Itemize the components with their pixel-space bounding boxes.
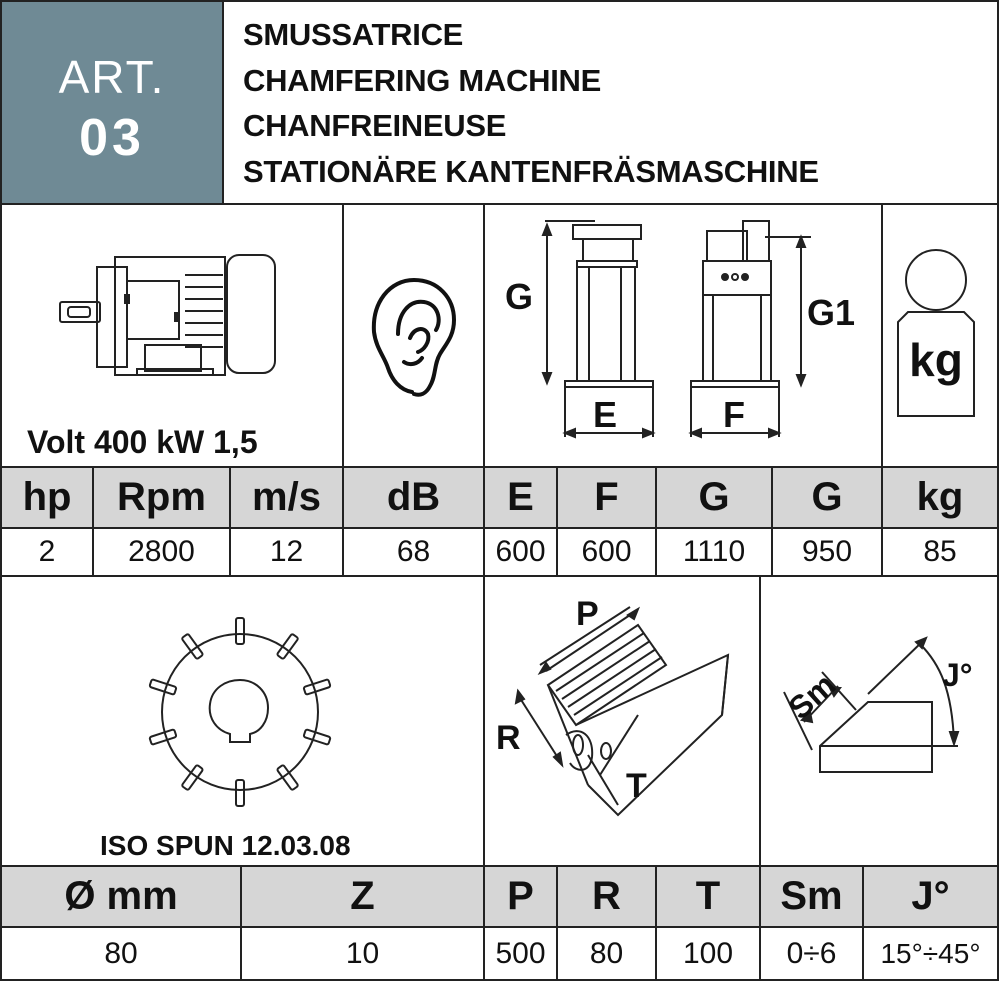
table2-header-r: R bbox=[558, 867, 655, 926]
table1-value-hp: 2 bbox=[38, 535, 56, 568]
table2-header-j: J° bbox=[864, 867, 997, 926]
dimension-label-e: E bbox=[593, 394, 617, 435]
work-table-diagram: P R T bbox=[496, 595, 730, 817]
table2-value-sm: 0÷6 bbox=[786, 936, 837, 970]
motor-icon bbox=[59, 254, 276, 376]
table1-header-e: E bbox=[485, 468, 556, 527]
chamfer-angle-diagram: Sm J° bbox=[781, 636, 973, 773]
table1-header-db: dB bbox=[344, 468, 483, 527]
dimension-label-f: F bbox=[723, 394, 745, 435]
title-italian: SMUSSATRICE bbox=[243, 17, 464, 52]
article-badge bbox=[2, 2, 222, 203]
table1-value-e: 600 bbox=[495, 535, 546, 568]
table2-header-sm: Sm bbox=[761, 867, 862, 926]
diagram-label-p: P bbox=[576, 595, 599, 633]
table2-header-p: P bbox=[485, 867, 556, 926]
table1-header-ms: m/s bbox=[231, 468, 342, 527]
table2-header-t: T bbox=[657, 867, 759, 926]
motor-caption: Volt 400 kW 1,5 bbox=[27, 424, 258, 460]
article-label: ART. bbox=[58, 51, 166, 103]
table1-value-kg: 85 bbox=[923, 535, 957, 568]
weight-label-kg: kg bbox=[909, 334, 963, 386]
table1-header-hp: hp bbox=[2, 468, 92, 527]
dimension-label-g: G bbox=[505, 276, 533, 317]
title-german: STATIONÄRE KANTENFRÄSMASCHINE bbox=[243, 154, 819, 189]
tool-caption: ISO SPUN 12.03.08 bbox=[100, 830, 351, 861]
table1-header-rpm: Rpm bbox=[94, 468, 229, 527]
table1-value-db: 68 bbox=[396, 535, 431, 568]
table2-value-z: 10 bbox=[345, 936, 380, 970]
table2-value-p: 500 bbox=[495, 936, 546, 970]
table2-value-diameter: 80 bbox=[104, 936, 138, 970]
table1-value-ms: 12 bbox=[269, 535, 304, 568]
table1-header-g: G bbox=[657, 468, 771, 527]
table1-value-g1: 950 bbox=[801, 535, 853, 568]
table2-value-r: 80 bbox=[589, 936, 624, 970]
table1-value-g: 1110 bbox=[682, 535, 746, 568]
cutter-head-icon bbox=[148, 617, 332, 807]
title-french: CHANFREINEUSE bbox=[243, 108, 507, 143]
table2-header-diameter: Ø mm bbox=[2, 867, 240, 926]
table1-value-rpm: 2800 bbox=[128, 535, 195, 568]
table1-header-kg: kg bbox=[883, 468, 997, 527]
weight-icon: kg bbox=[897, 249, 975, 417]
table2-value-t: 100 bbox=[682, 936, 734, 970]
diagram-label-r: R bbox=[496, 719, 521, 757]
diagram-label-t: T bbox=[626, 767, 647, 805]
table1-value-f: 600 bbox=[581, 535, 632, 568]
diagram-label-j: J° bbox=[942, 657, 973, 693]
table1-header-f: F bbox=[558, 468, 655, 527]
ear-icon bbox=[371, 277, 457, 397]
table2-value-j: 15°÷45° bbox=[880, 937, 981, 969]
article-number: 03 bbox=[79, 109, 145, 167]
table2-header-z: Z bbox=[242, 867, 483, 926]
diagram-label-sm: Sm bbox=[781, 666, 842, 726]
title-english: CHAMFERING MACHINE bbox=[243, 63, 601, 98]
dimension-label-g1: G1 bbox=[807, 292, 855, 333]
table1-header-g1: G bbox=[773, 468, 881, 527]
machine-dimensions-diagram: G G1 E F bbox=[505, 220, 855, 439]
